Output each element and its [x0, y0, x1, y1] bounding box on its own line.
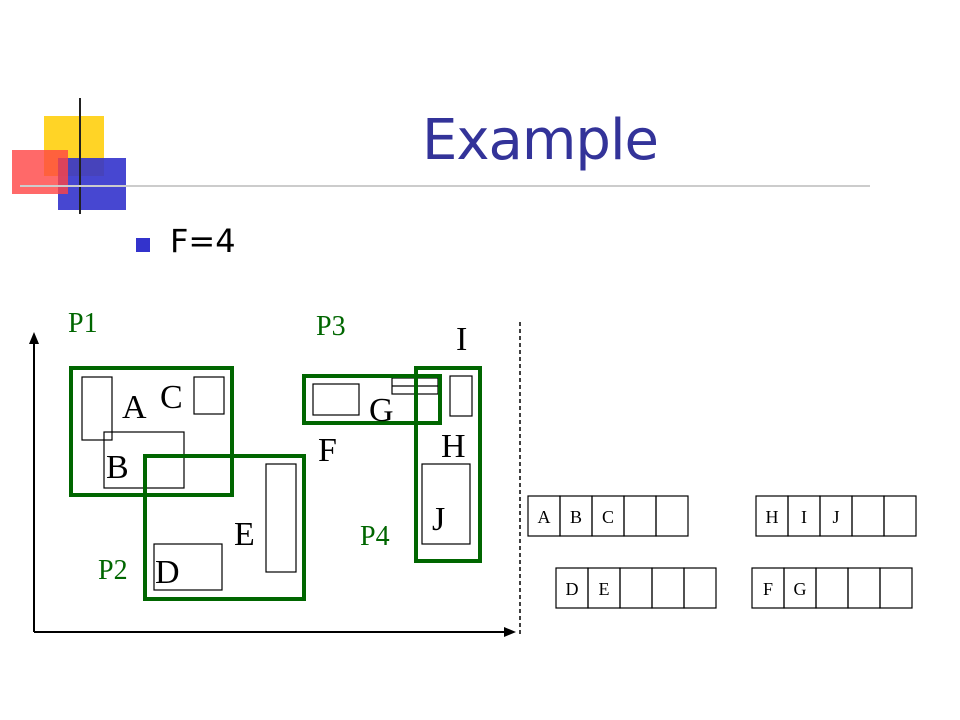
page-label-p3: P3	[316, 311, 346, 342]
page-p3-rect	[302, 374, 442, 425]
node-de-cell	[683, 567, 717, 609]
label-g: G	[369, 392, 394, 429]
node-abc-entry: B	[570, 507, 582, 527]
page-label-p1: P1	[68, 308, 98, 339]
object-e-rect	[265, 463, 297, 573]
node-abc-cell	[655, 495, 689, 537]
bullet-square-icon	[136, 238, 150, 252]
page-p4-rect	[414, 366, 482, 563]
label-e: E	[234, 516, 255, 553]
axes	[29, 332, 516, 637]
node-de-entry: D	[566, 579, 579, 599]
label-h: H	[441, 428, 466, 465]
node-hij: H I J	[755, 495, 917, 537]
object-j-rect	[421, 463, 471, 545]
page-p1-rect	[69, 366, 234, 497]
node-abc-entry: C	[602, 507, 614, 527]
page-label-p2: P2	[98, 555, 128, 586]
y-axis-arrow-icon	[29, 332, 39, 344]
bullet-text: F=4	[170, 222, 236, 260]
node-hij-cell	[851, 495, 885, 537]
node-de-cell	[619, 567, 653, 609]
node-abc-cell	[623, 495, 657, 537]
node-fg-entry: G	[794, 579, 807, 599]
label-b: B	[106, 449, 129, 486]
label-f: F	[318, 432, 337, 469]
label-i: I	[456, 321, 467, 358]
node-hij-entry: J	[832, 507, 839, 527]
page-label-p4: P4	[360, 521, 390, 552]
slide-title: Example	[422, 108, 659, 173]
object-d-rect	[153, 543, 223, 591]
logo-decoration	[12, 98, 870, 214]
page-p2-rect	[143, 454, 306, 601]
node-fg-cell	[815, 567, 849, 609]
node-hij-entry: I	[801, 507, 807, 527]
label-d: D	[155, 554, 180, 591]
node-abc-entry: A	[538, 507, 551, 527]
node-fg-entry: F	[763, 579, 773, 599]
label-a: A	[122, 389, 147, 426]
x-axis-arrow-icon	[504, 627, 516, 637]
node-fg-cell	[847, 567, 881, 609]
node-hij-cell	[883, 495, 917, 537]
object-a-rect	[81, 376, 113, 441]
label-c: C	[160, 379, 183, 416]
page-rects	[69, 366, 482, 601]
node-de-cell	[651, 567, 685, 609]
node-fg-cell	[879, 567, 913, 609]
node-hij-entry: H	[766, 507, 779, 527]
object-c-rect	[193, 376, 225, 415]
node-de-entry: E	[599, 579, 610, 599]
label-j: J	[432, 501, 445, 538]
object-i-rect	[449, 375, 473, 417]
object-f-rect	[312, 383, 360, 416]
